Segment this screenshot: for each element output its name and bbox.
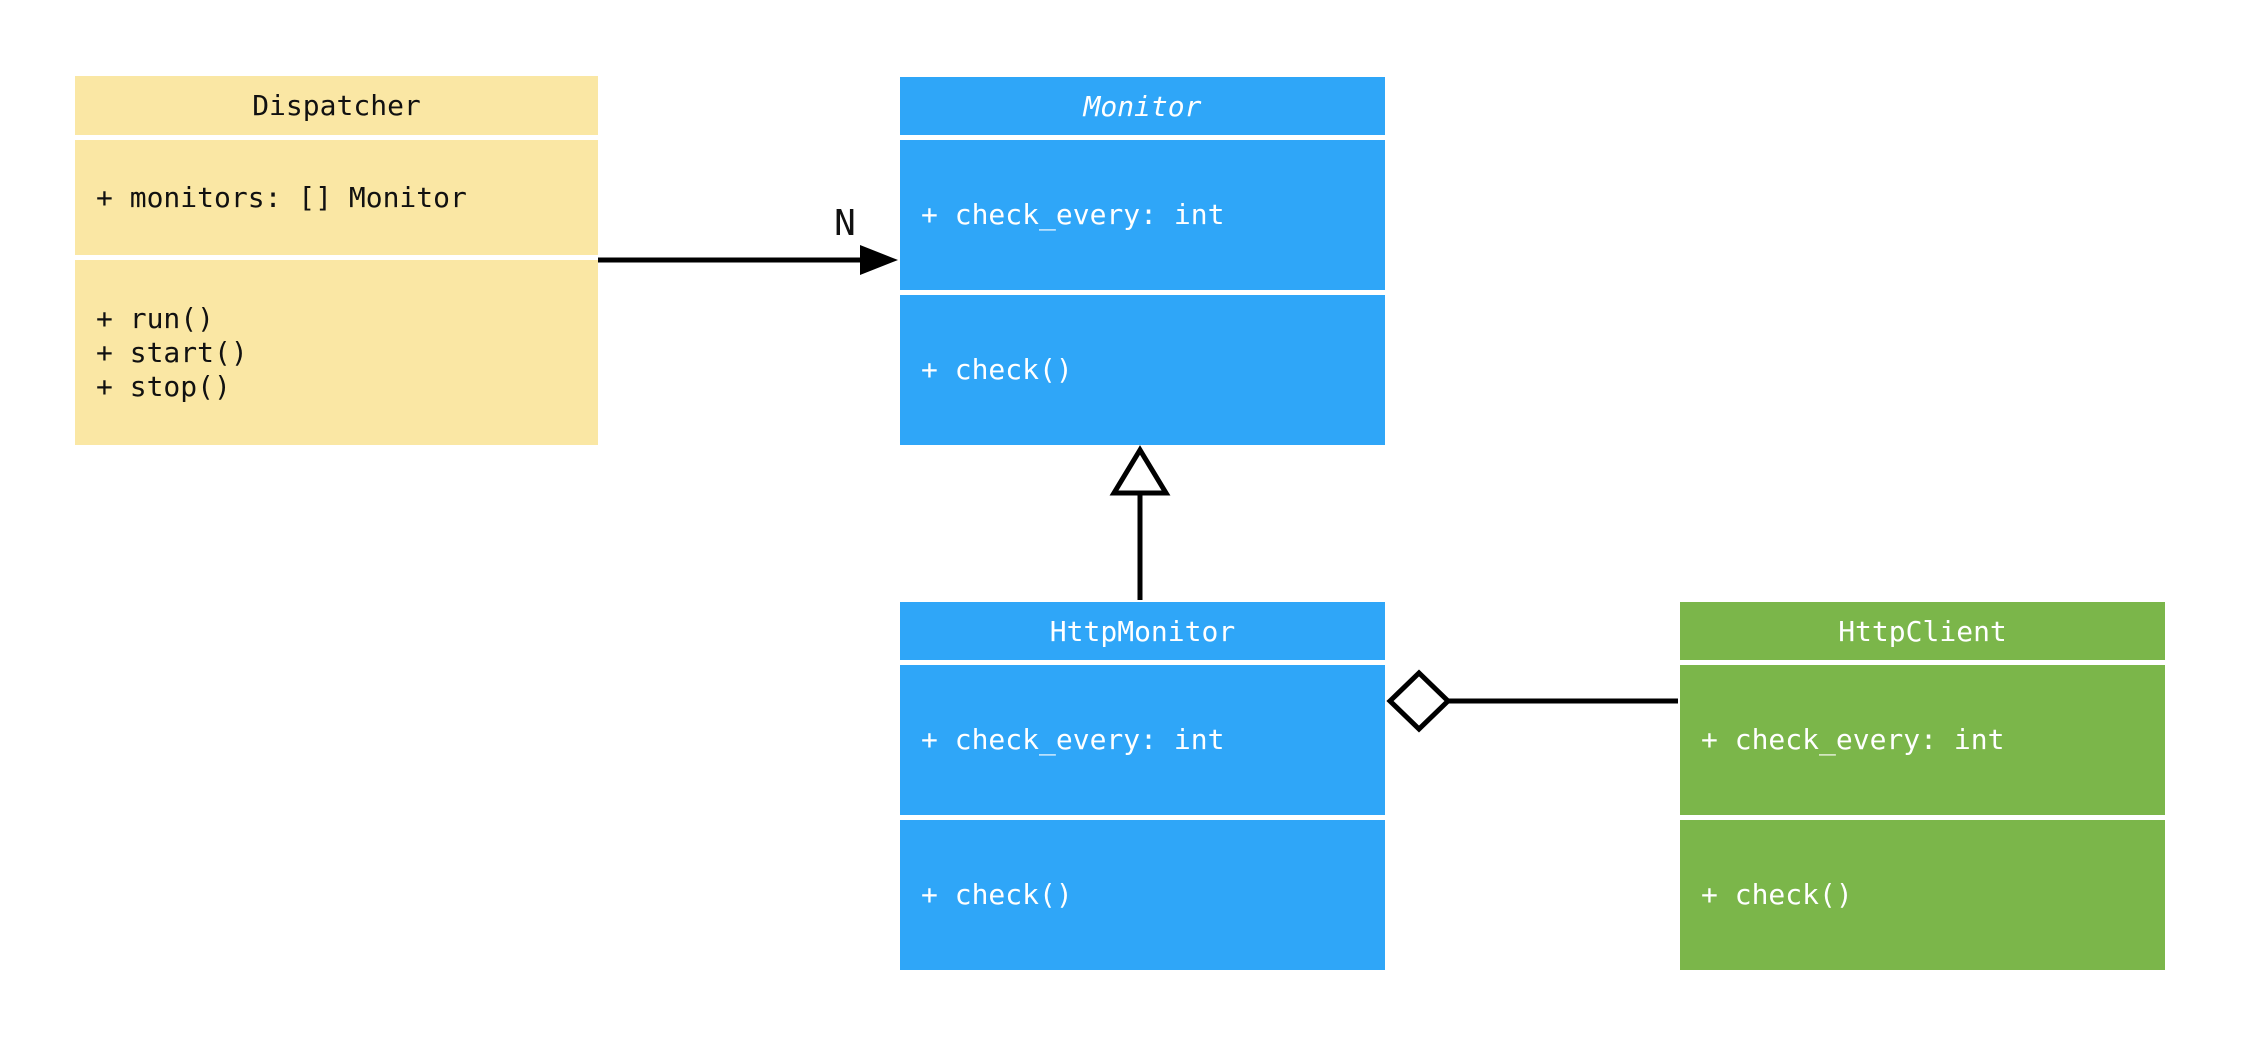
class-monitor: Monitor + check_every: int + check() <box>900 77 1385 445</box>
class-title-dispatcher: Dispatcher <box>75 76 598 135</box>
association-arrowhead-icon <box>860 245 898 275</box>
inheritance-triangle-icon <box>1109 445 1171 496</box>
class-methods-httpmonitor: + check() <box>900 820 1385 970</box>
class-dispatcher: Dispatcher + monitors: [] Monitor + run(… <box>75 76 598 445</box>
attribute-line: + check_every: int <box>1701 723 2005 756</box>
aggregation-httpmonitor-httpclient <box>1386 669 1678 733</box>
class-title-httpmonitor: HttpMonitor <box>900 602 1385 660</box>
association-dispatcher-monitor <box>598 245 898 275</box>
class-methods-httpclient: + check() <box>1680 820 2165 970</box>
class-httpclient: HttpClient + check_every: int + check() <box>1680 602 2165 970</box>
aggregation-diamond-icon <box>1386 669 1452 733</box>
method-line: + check() <box>921 878 1073 911</box>
method-line: + stop() <box>96 369 231 403</box>
attribute-line: + monitors: [] Monitor <box>96 180 467 214</box>
method-line: + start() <box>96 335 248 369</box>
multiplicity-label: N <box>834 203 856 244</box>
class-title-monitor: Monitor <box>900 77 1385 135</box>
class-httpmonitor: HttpMonitor + check_every: int + check() <box>900 602 1385 970</box>
class-attributes-dispatcher: + monitors: [] Monitor <box>75 140 598 255</box>
class-attributes-monitor: + check_every: int <box>900 140 1385 290</box>
method-line: + run() <box>96 301 215 335</box>
class-methods-dispatcher: + run() + start() + stop() <box>75 260 598 445</box>
method-line: + check() <box>921 353 1073 386</box>
class-title-httpclient: HttpClient <box>1680 602 2165 660</box>
class-methods-monitor: + check() <box>900 295 1385 445</box>
inheritance-httpmonitor-monitor <box>1109 445 1171 600</box>
attribute-line: + check_every: int <box>921 198 1225 231</box>
attribute-line: + check_every: int <box>921 723 1225 756</box>
method-line: + check() <box>1701 878 1853 911</box>
class-attributes-httpmonitor: + check_every: int <box>900 665 1385 815</box>
class-attributes-httpclient: + check_every: int <box>1680 665 2165 815</box>
